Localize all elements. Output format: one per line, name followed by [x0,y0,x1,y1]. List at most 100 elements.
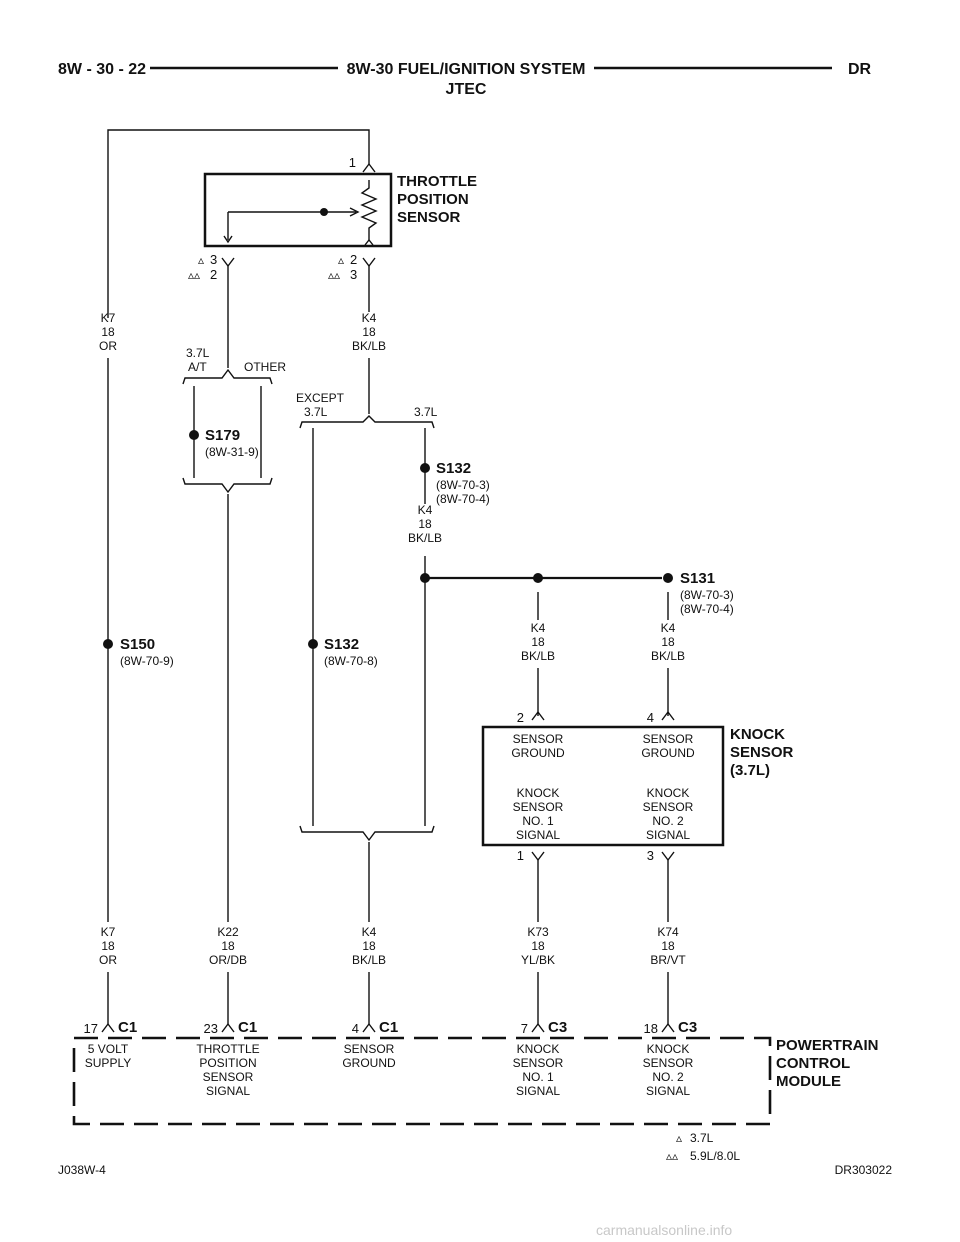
ks-sig2-1: KNOCK [647,786,690,800]
pcm-func-7-4: SIGNAL [516,1084,560,1098]
ks-ground1-1: SENSOR [513,732,564,746]
legend-single-mark: ▵ [676,1131,682,1145]
wire-k22-gauge: 18 [221,939,235,953]
option-brace-tps-bot [182,477,273,494]
ground-bus-dot-left [420,573,430,583]
option-except-b: 3.7L [304,405,328,419]
pcm-connector-arrow-18 [661,1022,675,1033]
option-brace-tps-top [182,368,273,385]
tps-pin-right-a: 2 [350,252,357,267]
pcm-pin-7: 7 [521,1021,528,1036]
option-except-a: EXCEPT [296,391,345,405]
legend-double-mark: ▵▵ [666,1149,678,1163]
pcm-name-2: CONTROL [776,1055,850,1072]
option-tps-right: OTHER [244,360,286,374]
ks-pin-4: 4 [647,710,654,725]
ks-sig1-4: SIGNAL [516,828,560,842]
ks-pin-2: 2 [517,710,524,725]
option-brace-ground-top [299,415,435,429]
knock-sensor: 2 4 SENSOR GROUND SENSOR GROUND KNOCK SE… [481,710,794,863]
ks-pin-1: 1 [517,848,524,863]
wire-k4-ks2-gauge: 18 [661,635,675,649]
wire-k4-bot-color: BK/LB [352,953,386,967]
wire-k22-code: K22 [217,925,239,939]
pcm-func-7-3: NO. 1 [522,1070,554,1084]
ks-connector-1 [531,851,545,862]
pcm-conn-4: C1 [379,1019,398,1036]
splice-s132b-ref: (8W-70-8) [324,654,378,668]
tps-pin2-arrow [364,238,374,246]
tps-wiper-dot [320,208,328,216]
pcm-func-4-2: GROUND [342,1056,396,1070]
page-header: 8W - 30 - 22 8W-30 FUEL/IGNITION SYSTEM … [58,61,872,98]
section-code: DR [848,61,872,78]
ks-sig1-2: SENSOR [513,800,564,814]
pcm-box [72,1036,772,1126]
pcm-connector-arrow-23 [221,1022,235,1033]
pcm-connector-arrow-7 [531,1022,545,1033]
splice-s179-ref: (8W-31-9) [205,445,259,459]
ks-sig1-1: KNOCK [517,786,560,800]
pcm-func-17-1: 5 VOLT [88,1042,129,1056]
splice-s179-name: S179 [205,427,240,444]
legend-single-label: 3.7L [690,1131,714,1145]
watermark-text: carmanualsonline.info [596,1222,733,1238]
pcm-func-23-2: POSITION [199,1056,256,1070]
pcm-func-7-1: KNOCK [517,1042,560,1056]
wire-k4-top-color: BK/LB [352,339,386,353]
tps-box [203,172,393,248]
tps-connector-right [362,257,376,268]
splice-s132b-name: S132 [324,636,359,653]
pcm-func-23-1: THROTTLE [196,1042,259,1056]
ks-ground2-2: GROUND [641,746,695,760]
wire-k74-color: BR/VT [650,953,686,967]
tps-pin-1: 1 [349,155,356,170]
splice-s150-dot [103,639,113,649]
wire-k74-code: K74 [657,925,679,939]
pcm-func-4-1: SENSOR [344,1042,395,1056]
tps-name-3: SENSOR [397,209,461,226]
wire-k4-ks1-code: K4 [531,621,546,635]
ground-bus-dot-mid [533,573,543,583]
wire-k7-bot-code: K7 [101,925,116,939]
engine-legend: ▵ 3.7L ▵▵ 5.9L/8.0L [666,1131,740,1163]
wire-k4-bot-gauge: 18 [362,939,376,953]
pcm-pin-17: 17 [84,1021,98,1036]
pcm-func-23-3: SENSOR [203,1070,254,1084]
splice-s131-dot [663,573,673,583]
wire-k4-top-gauge: 18 [362,325,376,339]
wire-k7-bot-color: OR [99,953,117,967]
tps-resistor [360,180,378,240]
wire-k22-color: OR/DB [209,953,247,967]
option-tps-left-b: A/T [188,360,207,374]
ks-ground2-1: SENSOR [643,732,694,746]
tps-name-2: POSITION [397,191,469,208]
tps-pin-left-a: 3 [210,252,217,267]
pcm-connectors: 17 C1 23 C1 4 C1 7 C3 18 C3 [84,1019,698,1036]
pcm-conn-23: C1 [238,1019,257,1036]
wire-k4-ks2-code: K4 [661,621,676,635]
wire-k73-code: K73 [527,925,549,939]
ks-sig1-3: NO. 1 [522,814,554,828]
wire-k4-top-code: K4 [362,311,377,325]
wire-k73-gauge: 18 [531,939,545,953]
wire-k7-top [107,129,370,318]
splice-s131-ref-2: (8W-70-4) [680,602,734,616]
wire-k7-top-gauge: 18 [101,325,115,339]
legend-mark-double-a: ▵▵ [188,268,200,282]
ks-connector-3 [661,851,675,862]
pcm-func-23-4: SIGNAL [206,1084,250,1098]
splice-s132b-dot [308,639,318,649]
page-subtitle: JTEC [446,81,487,98]
pcm-name-1: POWERTRAIN [776,1037,879,1054]
pcm-func-18-1: KNOCK [647,1042,690,1056]
ks-name-2: SENSOR [730,744,794,761]
wire-k4-s132-color: BK/LB [408,531,442,545]
pcm-func-18-2: SENSOR [643,1056,694,1070]
splice-s132a-ref-2: (8W-70-4) [436,492,490,506]
tps-pin-left-b: 2 [210,267,217,282]
option-only: 3.7L [414,405,438,419]
pcm-pin-18: 18 [644,1021,658,1036]
ks-sig2-2: SENSOR [643,800,694,814]
